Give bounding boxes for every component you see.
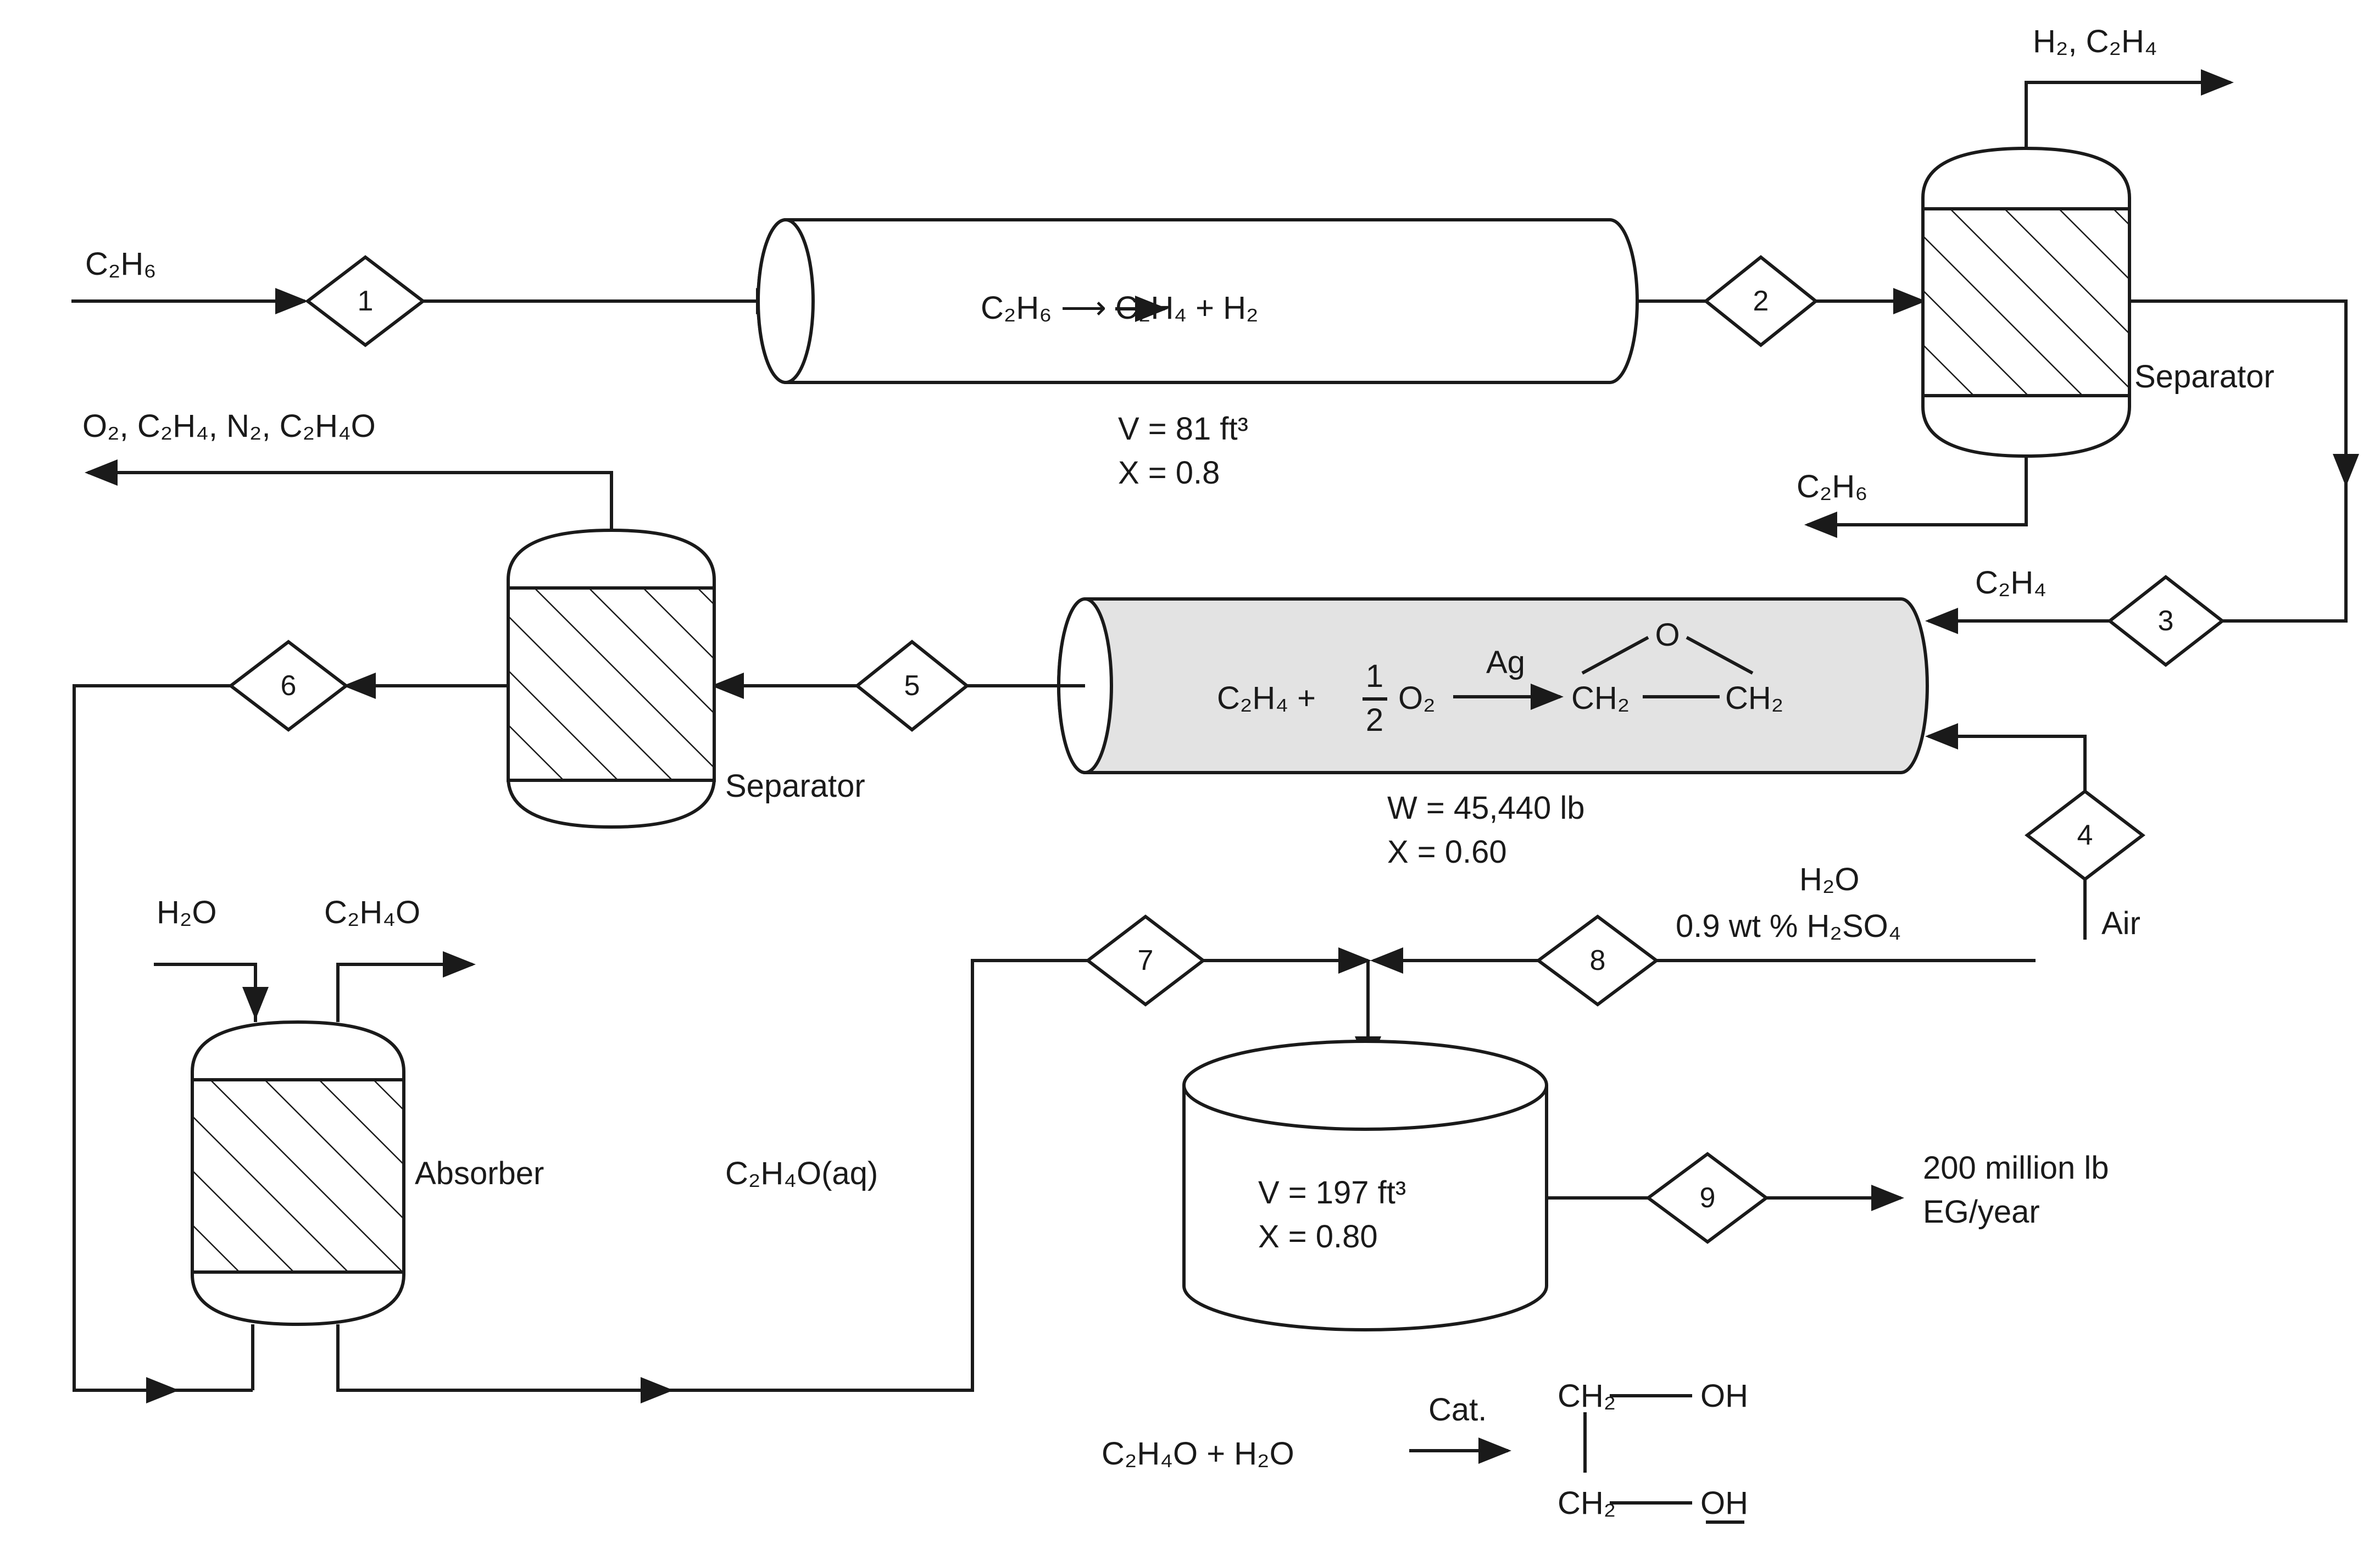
glycol-oh-top: OH bbox=[1700, 1378, 1748, 1414]
reactor-2-conversion: X = 0.60 bbox=[1387, 834, 1507, 870]
reactor-2-weight: W = 45,440 lb bbox=[1387, 790, 1585, 826]
product-rate: 200 million lb bbox=[1923, 1150, 2109, 1186]
svg-text:5: 5 bbox=[904, 670, 920, 702]
stream-2-diamond: 2 bbox=[1703, 255, 1819, 347]
absorber-water-in bbox=[154, 963, 257, 1022]
stream-7-diamond: 7 bbox=[1085, 914, 1206, 1007]
sep1-bottoms-line bbox=[1804, 456, 2028, 538]
reactor-2 bbox=[1057, 597, 1929, 774]
separator-1-vessel bbox=[1921, 146, 2131, 458]
hydrolysis-catalyst: Cat. bbox=[1428, 1392, 1487, 1428]
overhead-label: H₂, C₂H₄ bbox=[2033, 24, 2157, 59]
air-label: Air bbox=[2101, 906, 2140, 941]
stream-4-diamond: 4 bbox=[2025, 789, 2145, 881]
stream-3-diamond: 3 bbox=[2107, 575, 2225, 667]
reactor-3-volume: V = 197 ft³ bbox=[1258, 1175, 1406, 1211]
separator-2-label: Separator bbox=[725, 768, 865, 804]
svg-text:8: 8 bbox=[1590, 945, 1606, 976]
vent-label: O₂, C₂H₄, N₂, C₂H₄O bbox=[82, 408, 376, 444]
sep1-overhead-line bbox=[2025, 69, 2234, 148]
separator-2-vessel bbox=[507, 528, 716, 829]
sep1-side-line bbox=[2129, 299, 2348, 623]
product-name: EG/year bbox=[1923, 1194, 2040, 1230]
aqueous-label: C₂H₄O(aq) bbox=[725, 1156, 878, 1191]
stream-5-diamond: 5 bbox=[854, 640, 970, 732]
absorber-overhead-label: C₂H₄O bbox=[324, 895, 420, 930]
glycol-ch2-top: CH₂ bbox=[1558, 1378, 1616, 1414]
svg-text:3: 3 bbox=[2158, 605, 2174, 637]
epoxide-ch2-left: CH₂ bbox=[1571, 680, 1630, 716]
glycol-oh-bottom: OH bbox=[1700, 1485, 1748, 1521]
half-numerator: 1 bbox=[1366, 658, 1383, 694]
sep1-bottoms-label: C₂H₆ bbox=[1797, 469, 1868, 504]
absorber-label: Absorber bbox=[415, 1156, 544, 1191]
absorber-water-label: H₂O bbox=[157, 895, 217, 930]
epoxide-bond-left bbox=[1581, 636, 1649, 675]
absorber-liquid-out bbox=[336, 959, 1088, 1392]
reactor-1-reaction: C₂H₆ ⟶ C₂H₄ + H₂ bbox=[981, 290, 1259, 326]
reactor-1-volume: V = 81 ft³ bbox=[1118, 411, 1248, 447]
glycol-ch2-bottom: CH₂ bbox=[1558, 1485, 1616, 1521]
water-feed-label: H₂O bbox=[1799, 862, 1860, 897]
absorber-overhead bbox=[336, 951, 476, 1022]
vent-line bbox=[85, 459, 613, 530]
c2h4-in-label: C₂H₄ bbox=[1975, 565, 2047, 601]
reactor-2-oxygen: O₂ bbox=[1398, 680, 1436, 716]
reactor-3-conversion: X = 0.80 bbox=[1258, 1219, 1378, 1255]
svg-text:9: 9 bbox=[1700, 1182, 1716, 1214]
separator-1-label: Separator bbox=[2134, 359, 2275, 395]
half-denominator: 2 bbox=[1366, 702, 1383, 738]
feed-label: C₂H₆ bbox=[85, 246, 157, 282]
reactor-1 bbox=[757, 218, 1639, 384]
stream-8-diamond: 8 bbox=[1535, 914, 1660, 1007]
reactor-3-tank bbox=[1182, 1040, 1548, 1331]
catalyst-label: Ag bbox=[1486, 645, 1525, 680]
absorber-vessel bbox=[191, 1020, 405, 1326]
svg-text:2: 2 bbox=[1753, 285, 1769, 317]
epoxide-oxygen: O bbox=[1655, 617, 1680, 653]
reactor-1-conversion: X = 0.8 bbox=[1118, 455, 1220, 491]
reactor-2-reactant: C₂H₄ + bbox=[1217, 680, 1316, 716]
svg-text:1: 1 bbox=[358, 285, 374, 317]
hydrolysis-reactants: C₂H₄O + H₂O bbox=[1102, 1436, 1294, 1472]
svg-text:7: 7 bbox=[1138, 945, 1154, 976]
acid-label: 0.9 wt % H₂SO₄ bbox=[1676, 908, 1901, 944]
stream-6-diamond: 6 bbox=[228, 640, 349, 732]
svg-text:6: 6 bbox=[281, 670, 297, 702]
stream-9-diamond: 9 bbox=[1645, 1152, 1770, 1244]
epoxide-bond-right bbox=[1686, 636, 1754, 675]
stream-1-diamond: 1 bbox=[305, 255, 426, 347]
svg-text:4: 4 bbox=[2077, 819, 2093, 851]
epoxide-ch2-right: CH₂ bbox=[1725, 680, 1783, 716]
